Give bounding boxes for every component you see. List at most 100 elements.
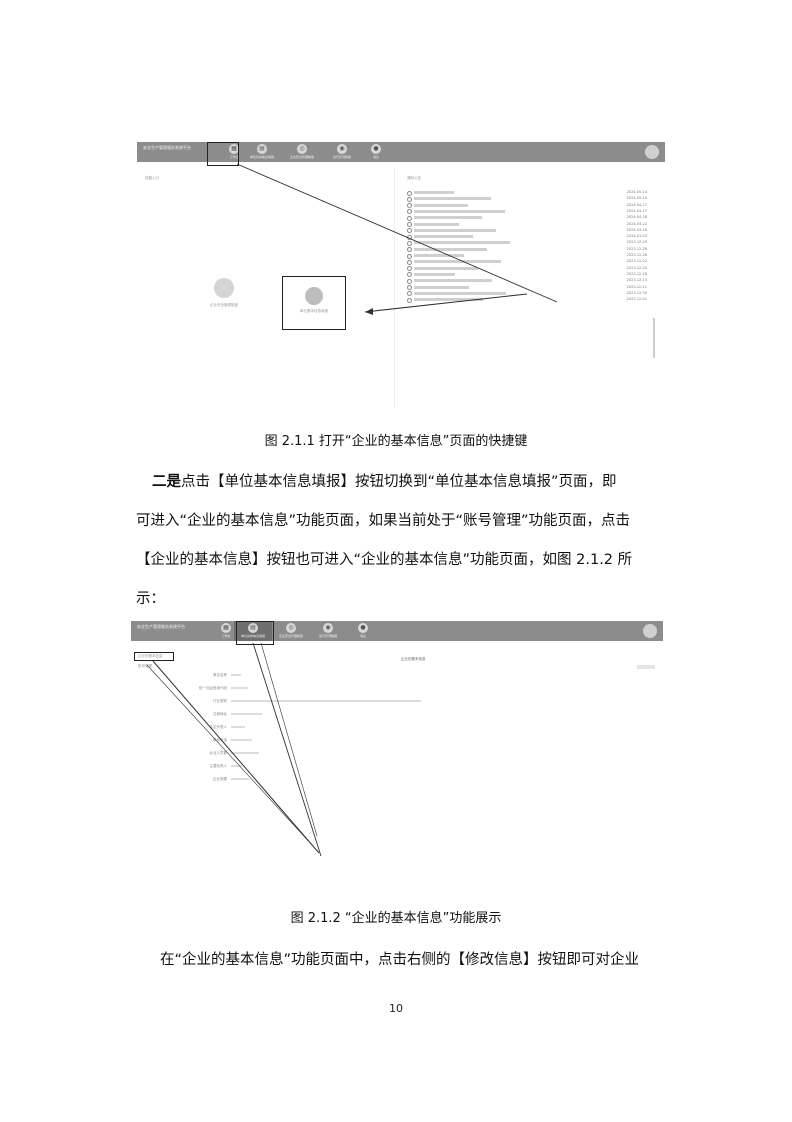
scroll-indicator[interactable] <box>653 318 655 358</box>
notice-item[interactable]: 2023-12-05 <box>407 291 647 297</box>
notice-item[interactable]: 2023-12-18 <box>407 272 647 278</box>
grid-icon: ▦ <box>221 623 231 633</box>
notice-item[interactable]: 2023-12-22 <box>407 259 647 265</box>
shield-icon: ◎ <box>297 144 307 154</box>
paragraph-1-line-3: 【企业的基本信息】按钮也可进入“企业的基本信息”功能页面，如图 2.1.2 所 <box>136 552 633 568</box>
form-value-blurred <box>231 674 241 676</box>
nav-workbench[interactable]: ▦ 工作台 <box>229 144 239 159</box>
bell-icon: ● <box>358 623 368 633</box>
notice-title-blurred <box>414 266 478 270</box>
form-value-blurred <box>231 752 259 754</box>
notice-title-blurred <box>414 209 505 213</box>
notice-title-blurred <box>414 260 501 264</box>
notice-date: 2024-01-03 <box>626 234 647 239</box>
paragraph-1-line-2: 可进入“企业的基本信息”功能页面，如果当前处于“账号管理”功能页面，点击 <box>136 513 631 529</box>
arrow-to-tab <box>152 660 320 854</box>
notice-item[interactable]: 2023-12-29 <box>407 240 647 246</box>
nav-unit-info[interactable]: ▤ 单位基本信息填报 <box>234 621 272 641</box>
form-label: 主要负责人 <box>209 764 228 768</box>
notice-item[interactable]: 2024-04-16 <box>407 215 647 221</box>
nav-safety-rules[interactable]: ◎ 企业安全管理制度 <box>289 144 314 159</box>
highlight-box-workbench <box>207 142 239 166</box>
notice-title-blurred <box>414 254 464 257</box>
notice-item[interactable]: 2023-12-13 <box>407 278 647 284</box>
notice-date: 2023-12-13 <box>626 278 647 283</box>
arrow-to-unit-info <box>252 642 322 857</box>
nav-safety-rules[interactable]: ◎ 企业安全管理制度 <box>278 623 303 638</box>
notice-item[interactable]: 2024-03-18 <box>407 228 647 234</box>
app-topbar: 安全生产管理服务系统平台 ▦ 工作台 ▤ 单位基本信息填报 ◎ 企业安全管理制度… <box>131 621 663 641</box>
side-link-account[interactable]: 账号管理 <box>138 664 152 668</box>
bullet-icon <box>407 222 412 227</box>
paragraph-1-line-1: 二是点击【单位基本信息填报】按钮切换到“单位基本信息填报”页面，即 <box>152 474 617 490</box>
notice-item[interactable]: 2023-12-28 <box>407 246 647 253</box>
notice-item[interactable]: 2023-12-01 <box>407 297 647 303</box>
notice-date: 2023-12-28 <box>626 246 647 251</box>
form-value-blurred <box>231 778 249 780</box>
notice-item[interactable]: 2024-05-14 <box>407 190 647 196</box>
form-label: 统一社会信用代码 <box>199 686 227 690</box>
arrow-to-tab-2 <box>146 664 314 847</box>
nav-running-data[interactable]: ◉ 运行状况数据 <box>332 144 351 159</box>
form-value-blurred <box>231 765 242 767</box>
shortcut-panel: 快捷入口 企业安全管理制度 单位基本信息填报 <box>139 168 395 408</box>
arrow-to-workbench <box>236 163 558 303</box>
shortcut-safety-rules[interactable]: 企业安全管理制度 <box>199 278 249 318</box>
notice-title-blurred <box>414 272 455 276</box>
bullet-icon <box>407 272 412 278</box>
figure-2-screenshot: 安全生产管理服务系统平台 ▦ 工作台 ▤ 单位基本信息填报 ◎ 企业安全管理制度… <box>131 621 663 889</box>
nav-messages[interactable]: ● 消息 <box>371 144 381 159</box>
notice-title-blurred <box>414 241 510 245</box>
nav-workbench[interactable]: ▦ 工作台 <box>221 623 231 638</box>
app-title: 安全生产管理服务系统平台 <box>143 145 191 150</box>
notice-item[interactable]: 2024-04-17 <box>407 209 647 215</box>
form-value-blurred <box>231 700 421 702</box>
bullet-icon <box>407 203 412 209</box>
bullet-icon <box>407 228 412 234</box>
notice-title-blurred <box>414 216 482 220</box>
notice-date: 2024-03-22 <box>626 221 647 226</box>
form-label: 法定代表人 <box>209 725 228 729</box>
form-value-blurred <box>231 726 245 728</box>
shortcut-unit-info[interactable]: 单位基本信息填报 <box>282 276 346 330</box>
avatar[interactable] <box>643 624 657 638</box>
edit-info-button[interactable] <box>637 665 655 669</box>
shield-icon: ◎ <box>286 623 296 633</box>
notice-title-blurred <box>414 235 473 239</box>
paragraph-2-line-1: 在“企业的基本信息”功能页面中，点击右侧的【修改信息】按钮即可对企业 <box>160 952 640 968</box>
form-label: 联系电话 <box>213 738 227 742</box>
notice-item[interactable]: 2024-03-22 <box>407 222 647 227</box>
avatar[interactable] <box>645 145 659 159</box>
document-icon <box>305 287 323 305</box>
notice-item[interactable]: 2023-12-20 <box>407 266 647 272</box>
notice-item[interactable]: 2024-04-17 <box>407 203 647 209</box>
bullet-icon <box>407 196 412 202</box>
bullet-icon <box>407 247 412 253</box>
chart-icon: ◉ <box>337 144 347 154</box>
figure-1-caption: 图 2.1.1 打开“企业的基本信息”页面的快捷键 <box>264 434 528 449</box>
nav-running-data[interactable]: ◉ 运行状况数据 <box>318 623 337 638</box>
annotation-arrows <box>146 642 322 857</box>
notice-item[interactable]: 2024-05-14 <box>407 196 647 202</box>
notice-title-blurred <box>414 203 468 207</box>
notice-date: 2023-12-01 <box>626 297 647 302</box>
notice-item[interactable]: 2023-12-11 <box>407 285 647 290</box>
nav-unit-info[interactable]: ▤ 单位基本信息填报 <box>249 144 274 159</box>
notice-date: 2023-12-29 <box>626 240 647 245</box>
grid-icon: ▦ <box>229 144 239 154</box>
tab-basic-info[interactable]: 企业的基本信息 <box>134 652 174 661</box>
bullet-icon <box>407 215 412 221</box>
arrow-to-unit-info-2 <box>260 642 318 837</box>
chart-icon: ◉ <box>323 623 333 633</box>
bullet-icon <box>407 190 412 196</box>
form-label: 从业人员数 <box>209 751 228 755</box>
nav-messages[interactable]: ● 消息 <box>358 623 368 638</box>
page-number: 10 <box>389 1002 403 1015</box>
notice-title-blurred <box>414 279 492 283</box>
form-label: 单位名称 <box>213 673 227 677</box>
notice-item[interactable]: 2023-12-26 <box>407 253 647 259</box>
bullet-icon <box>407 209 412 215</box>
bullet-icon <box>407 297 412 303</box>
bullet-icon <box>407 278 412 284</box>
notice-title-blurred <box>414 285 469 289</box>
